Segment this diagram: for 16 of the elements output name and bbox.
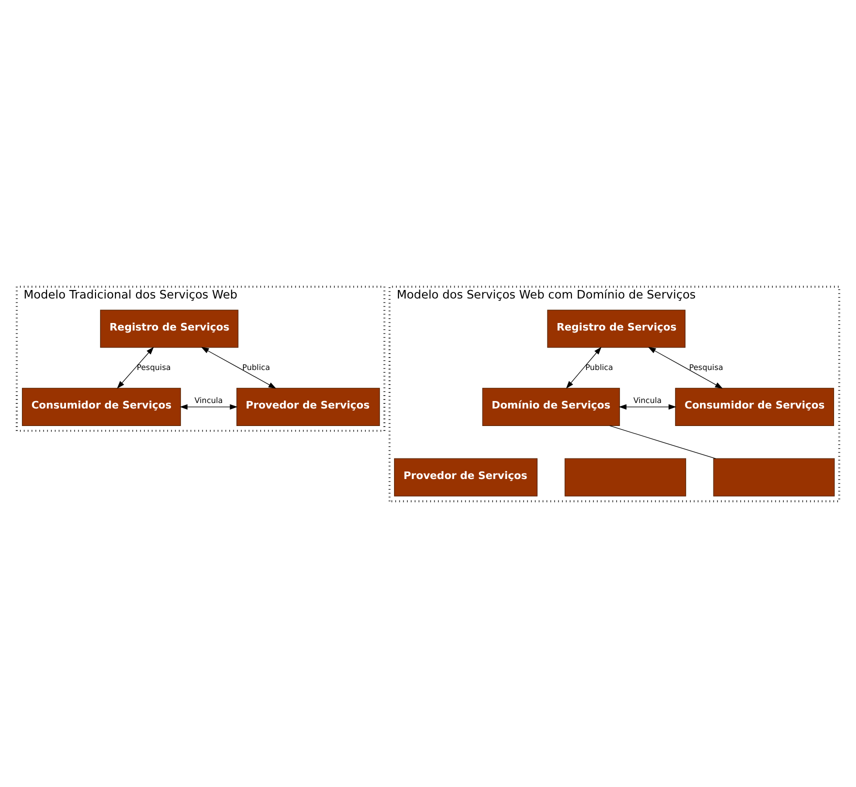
arrow [201,346,276,388]
node-box: Registro de Serviços [547,309,686,348]
arrow [618,404,676,410]
node-box: Domínio de Serviços [482,387,620,426]
arrow [566,346,602,388]
node-box: Registro de Serviços [100,309,238,348]
arrow [648,346,723,388]
node-box: Provedor de Serviços [236,387,380,426]
node-box [564,458,686,496]
arrow [180,404,238,410]
arrow [116,346,154,388]
node-box: Consumidor de Serviços [675,387,834,426]
node-box [713,458,835,496]
node-box: Consumidor de Serviços [22,387,181,426]
node-box: Provedor de Serviços [394,458,538,496]
connector [609,424,716,458]
